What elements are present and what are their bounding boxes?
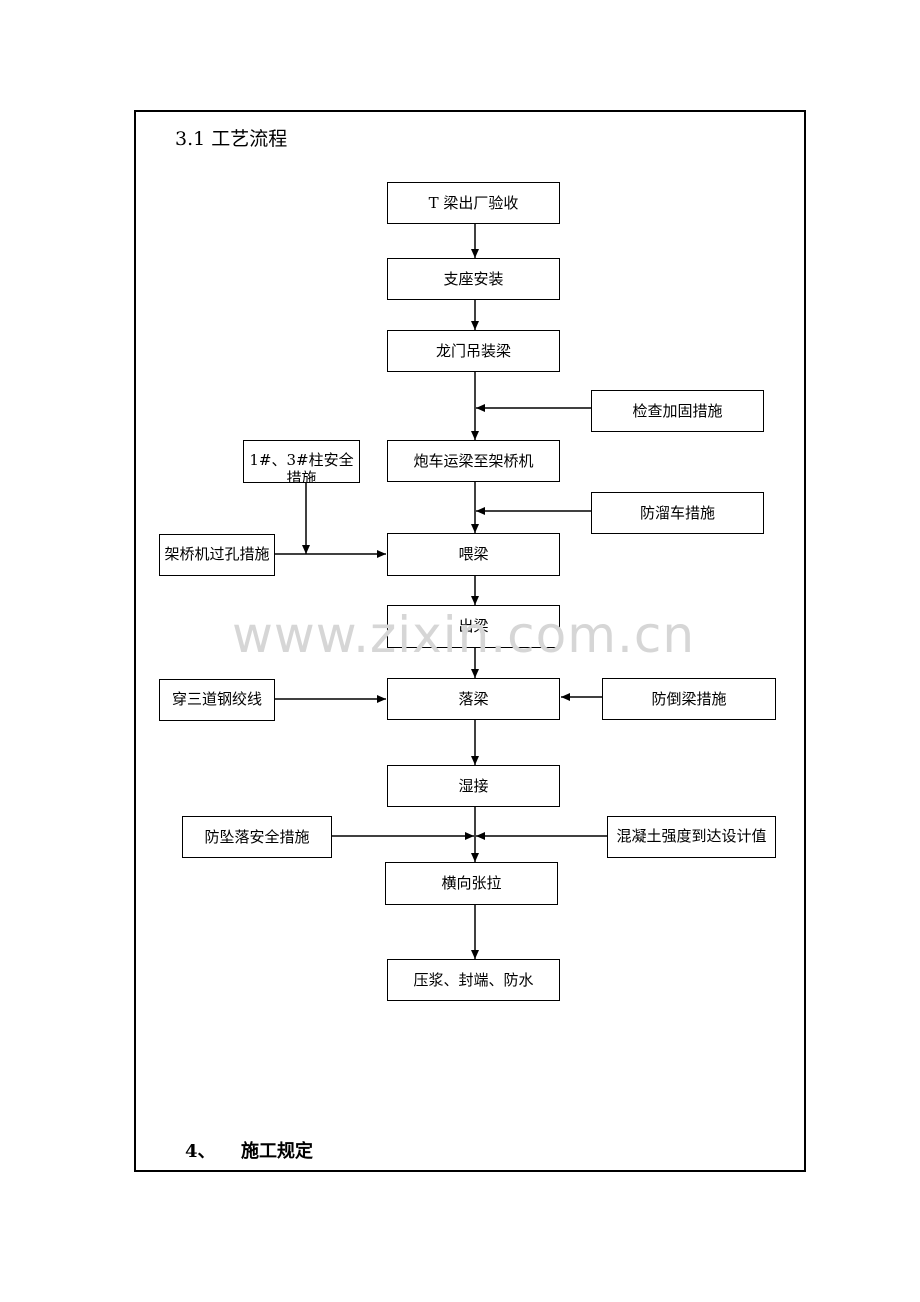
node-bearing-installation: 支座安装	[387, 258, 560, 300]
node-t-beam-acceptance: T 梁出厂验收	[387, 182, 560, 224]
footer-number: 4、	[185, 1141, 216, 1162]
node-anti-topple: 防倒梁措施	[602, 678, 776, 720]
node-gantry-lifting: 龙门吊装梁	[387, 330, 560, 372]
node-concrete-strength: 混凝土强度到达设计值	[607, 816, 776, 858]
node-transverse-tension: 横向张拉	[385, 862, 558, 905]
node-steel-strand: 穿三道钢绞线	[159, 679, 275, 721]
footer-heading: 施工规定	[241, 1141, 313, 1162]
node-reinforcement-check: 检查加固措施	[591, 390, 764, 432]
node-out-beam: 出梁	[387, 605, 560, 648]
document-frame	[134, 110, 806, 1172]
node-wet-joint: 湿接	[387, 765, 560, 807]
section-title: 3.1 工艺流程	[175, 128, 288, 150]
node-transport: 炮车运梁至架桥机	[387, 440, 560, 482]
node-anti-slip: 防溜车措施	[591, 492, 764, 534]
node-pillar-safety: 1#、3#柱安全措施	[243, 440, 360, 483]
node-feed-beam: 喂梁	[387, 533, 560, 576]
node-anti-fall: 防坠落安全措施	[182, 816, 332, 858]
node-drop-beam: 落梁	[387, 678, 560, 720]
node-grouting: 压浆、封端、防水	[387, 959, 560, 1001]
node-bridge-machine: 架桥机过孔措施	[159, 534, 275, 576]
